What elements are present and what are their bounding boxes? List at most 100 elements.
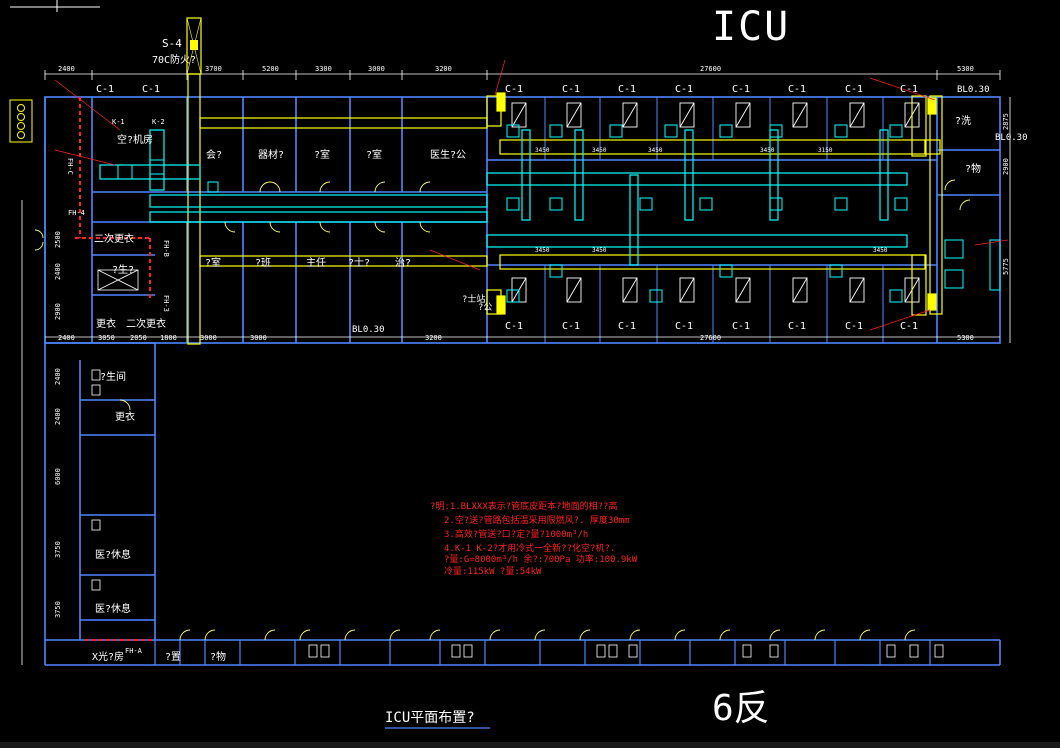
dim-left-5: 6000 bbox=[54, 468, 62, 485]
dim-bot-0: 2400 bbox=[58, 334, 75, 342]
duct-dim-4: 3150 bbox=[818, 147, 833, 154]
unit-tag-bot-4: C-1 bbox=[732, 321, 750, 332]
room-director: 主任 bbox=[306, 256, 326, 269]
unit-tag-bot-0: C-1 bbox=[505, 321, 523, 332]
room-xray: X光?房 bbox=[92, 650, 124, 663]
dim-bot-2: 2050 bbox=[130, 334, 147, 342]
drawing-title: ICU bbox=[712, 4, 790, 50]
room-k1: K-1 bbox=[112, 118, 125, 126]
unit-tag-top-0: C-1 bbox=[96, 84, 114, 95]
unit-tag-top-4: C-1 bbox=[618, 84, 636, 95]
duct-dim-0: 3450 bbox=[535, 147, 550, 154]
room-nurse: ?士? bbox=[348, 256, 370, 269]
dim-bot-4: 3000 bbox=[200, 334, 217, 342]
air-diffusers bbox=[117, 124, 1001, 303]
drawing-caption: ICU平面布置? bbox=[385, 710, 475, 726]
equipment-note: 70C防火? bbox=[152, 53, 196, 66]
dim-left-1: 2400 bbox=[54, 263, 62, 280]
bed-symbols bbox=[511, 102, 920, 303]
unit-tag-top-6: C-1 bbox=[732, 84, 750, 95]
room-meeting: 会? bbox=[206, 148, 222, 161]
building-walls bbox=[44, 96, 1001, 666]
room-b: ?室 bbox=[366, 148, 382, 161]
bottom-wing-partitions bbox=[154, 640, 931, 665]
dim-top-5: 3200 bbox=[435, 65, 452, 73]
fh-c-label: FH-C bbox=[66, 158, 74, 175]
dim-bot-8: 5300 bbox=[957, 334, 974, 342]
dim-left-0: 2500 bbox=[54, 231, 62, 248]
room-change2b: 二次更衣 bbox=[126, 317, 166, 330]
sheet-number: 6反 bbox=[712, 688, 770, 729]
dim-left-7: 3750 bbox=[54, 601, 62, 618]
dim-top-3: 3300 bbox=[315, 65, 332, 73]
room-disposal: 治? bbox=[395, 256, 411, 269]
outdoor-unit-symbols bbox=[9, 99, 33, 143]
room-wash: ?洗 bbox=[955, 115, 971, 127]
room-doctor-rest2: 医?休息 bbox=[95, 602, 131, 615]
level-mark-2: BL0.30 bbox=[352, 325, 385, 335]
dim-bot-7: 27600 bbox=[700, 334, 721, 342]
room-storage: ?置 bbox=[165, 651, 181, 663]
dim-left-4: 2400 bbox=[54, 408, 62, 425]
room-equipment: 器材? bbox=[258, 148, 284, 161]
duct-dim-6: 3450 bbox=[592, 247, 607, 254]
room-health: ?生? bbox=[112, 263, 134, 276]
duct-dim-3: 3450 bbox=[760, 147, 775, 154]
unit-tag-bot-1: C-1 bbox=[562, 321, 580, 332]
dim-right-1: 2900 bbox=[1002, 158, 1010, 175]
note-line-1: 2.空?送?管路包括温采用限燃风?. 厚度30mm bbox=[444, 514, 630, 526]
dim-bot-5: 3000 bbox=[250, 334, 267, 342]
status-strip bbox=[0, 742, 1060, 748]
note-line-5: 冷量:115kW ?量:54kW bbox=[444, 565, 542, 577]
dim-top-7: 5300 bbox=[957, 65, 974, 73]
room-r2: ?班 bbox=[255, 257, 271, 269]
unit-tag-top-9: C-1 bbox=[900, 84, 918, 95]
unit-tag-top-2: C-1 bbox=[505, 84, 523, 95]
room-doctor-office: 医生?公 bbox=[430, 148, 466, 161]
dim-bot-6: 3200 bbox=[425, 334, 442, 342]
duct-dim-2: 3450 bbox=[648, 147, 663, 154]
room-store: ?物 bbox=[965, 162, 981, 175]
unit-tag-top-8: C-1 bbox=[845, 84, 863, 95]
unit-tag-bot-7: C-1 bbox=[900, 321, 918, 332]
room-doctor-rest1: 医?休息 bbox=[95, 548, 131, 561]
level-mark-1: BL0.30 bbox=[995, 133, 1028, 143]
door-swings bbox=[34, 179, 971, 641]
note-line-0: ?明:1.BLXXX表示?管底皮距本?地面的相??高 bbox=[430, 500, 617, 512]
exhaust-ducts-cyan bbox=[99, 129, 908, 266]
dim-left-6: 3750 bbox=[54, 541, 62, 558]
dim-right-2: 5775 bbox=[1002, 258, 1010, 275]
room-change3: 更衣 bbox=[115, 410, 135, 423]
design-notes: ?明:1.BLXXX表示?管底皮距本?地面的相??高 2.空?送?管路包括温采用… bbox=[430, 500, 638, 577]
unit-tag-bot-5: C-1 bbox=[788, 321, 806, 332]
duct-dim-7: 3450 bbox=[873, 247, 888, 254]
room-nurse-station: ?士站 bbox=[462, 293, 485, 305]
room-change2: 二次更衣 bbox=[94, 232, 134, 245]
room-office: ?公 bbox=[478, 302, 492, 313]
level-mark-0: BL0.30 bbox=[957, 85, 990, 95]
equipment-tag: S-4 bbox=[162, 37, 182, 50]
dim-left-3: 2400 bbox=[54, 368, 62, 385]
fh-3-label: FH-3 bbox=[162, 295, 170, 312]
note-line-3: 4.K-1 K-2?才用冷式一全新??化空?机?. bbox=[444, 542, 615, 554]
room-misc: ?物 bbox=[210, 650, 226, 663]
note-line-2: 3.高效?管送?口?定?量?1000m³/h bbox=[444, 528, 588, 540]
room-health2: ?生间 bbox=[100, 370, 126, 383]
note-line-4: ?量:G=8000m³/h 余?:700Pa 功率:100.9kW bbox=[444, 553, 638, 565]
supply-ducts-yellow bbox=[187, 73, 943, 345]
unit-tag-bot-3: C-1 bbox=[675, 321, 693, 332]
bedroom-cubicles-bottom bbox=[544, 265, 884, 343]
room-change1: 更衣 bbox=[96, 317, 116, 330]
dim-bot-1: 3050 bbox=[98, 334, 115, 342]
dimension-line-top bbox=[44, 70, 1001, 80]
fh-4-label: FH-4 bbox=[68, 209, 85, 217]
duct-dim-5: 3450 bbox=[535, 247, 550, 254]
dim-top-6: 27600 bbox=[700, 65, 721, 73]
room-k2: K-2 bbox=[152, 118, 165, 126]
room-ac: 空?机房 bbox=[117, 133, 153, 146]
fh-a-label: FH-A bbox=[125, 647, 143, 655]
fh-b-label: FH-B bbox=[162, 240, 170, 257]
unit-tag-top-5: C-1 bbox=[675, 84, 693, 95]
fire-damper-lines bbox=[75, 97, 155, 641]
room-r1: ?室 bbox=[205, 256, 221, 269]
